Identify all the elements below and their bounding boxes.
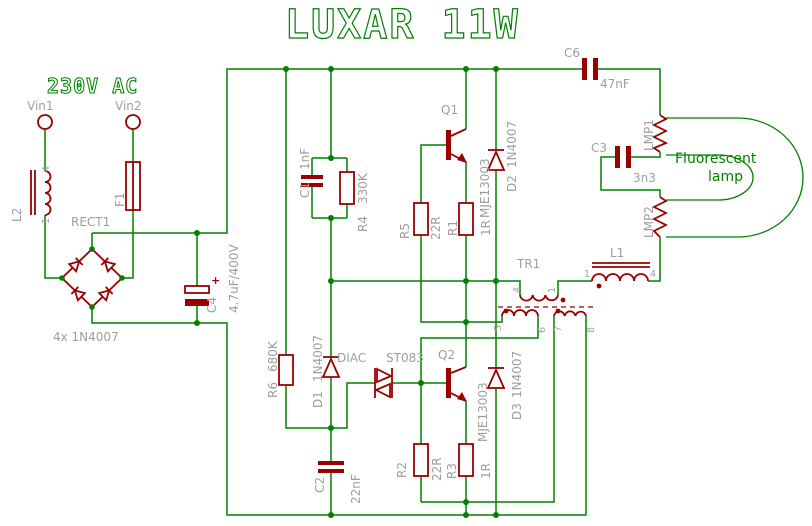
q2-value: MJE13003 (476, 382, 490, 442)
c1-ref: C1 (298, 182, 312, 198)
r3-value: 1R (479, 463, 493, 479)
inductor-l1 (591, 262, 650, 289)
r5-ref: R5 (398, 223, 412, 239)
tr1-pin8: 8 (586, 327, 597, 333)
rect1-ref: RECT1 (71, 215, 110, 229)
c3-value: 3n3 (633, 171, 656, 185)
d1-value: 1N4007 (311, 335, 325, 382)
q2-ref: Q2 (438, 348, 455, 362)
page-title: LUXAR 11W (285, 2, 520, 48)
c6-value: 47nF (600, 77, 630, 91)
transformer-tr1 (498, 294, 596, 317)
r2-ref: R2 (395, 462, 409, 478)
c4-value: 4.7uF/400V (227, 243, 241, 313)
lmp2-ref: LMP2 (642, 206, 656, 238)
rect1-note: 4x 1N4007 (53, 330, 119, 344)
transistor-q2 (446, 366, 467, 402)
l2-pin-top: 4 (41, 166, 52, 172)
resistor-r4 (339, 171, 355, 205)
tr1-ref: TR1 (516, 257, 540, 271)
fluorescent-tube-outline (666, 117, 804, 238)
tr1-pin7: 7 (553, 326, 564, 332)
resistor-r5 (413, 202, 429, 236)
diode-d3 (486, 367, 506, 389)
capacitor-c6 (582, 58, 598, 80)
wires (44, 68, 661, 516)
resistor-r6 (278, 354, 294, 386)
capacitor-c3 (615, 146, 631, 168)
resistor-r1 (458, 202, 474, 236)
l2-pin-bottom: 1 (41, 218, 52, 224)
tr1-pin6: 6 (537, 327, 548, 333)
diode-d1 (321, 356, 341, 378)
r4-value: 330K (356, 172, 370, 204)
r6-ref: R6 (266, 382, 280, 398)
tr1-pin5: 5 (493, 325, 504, 331)
diode-d2 (486, 149, 506, 171)
vin1-label: Vin1 (27, 99, 54, 113)
terminal-vin2 (125, 114, 141, 130)
l2-ref: L2 (10, 208, 24, 222)
f1-ref: F1 (113, 192, 127, 207)
q1-ref: Q1 (441, 103, 458, 117)
r1-value: 1R (479, 220, 493, 236)
diac-symbol (373, 367, 394, 399)
diac-value: ST083 (386, 351, 424, 365)
l1-ref: L1 (610, 246, 624, 260)
diac-ref: DIAC (337, 351, 366, 365)
c4-plus-sign: + (211, 274, 220, 287)
tr1-pin4: 4 (512, 287, 523, 293)
lmp1-ref: LMP1 (642, 119, 656, 151)
r4-ref: R4 (356, 216, 370, 232)
vin2-label: Vin2 (115, 99, 142, 113)
lamp-name-line2: lamp (708, 169, 743, 185)
r5-value: 22R (429, 216, 443, 240)
terminal-vin1 (37, 114, 53, 130)
c3-ref: C3 (591, 141, 607, 155)
q1-value: MJE13003 (478, 158, 492, 218)
input-voltage-label: 230V AC (47, 74, 138, 98)
transistor-q1 (446, 128, 467, 163)
c1-value: 1nF (298, 148, 312, 170)
capacitor-c2 (318, 461, 344, 473)
d3-ref: D3 (510, 403, 524, 420)
c2-value: 22nF (349, 474, 363, 504)
r2-value: 22R (430, 457, 444, 481)
l1-pin-left: 1 (584, 269, 590, 280)
resistor-r3 (458, 443, 474, 477)
resistor-r2 (413, 443, 429, 477)
c4-ref: C4 (205, 297, 219, 313)
r1-ref: R1 (446, 220, 460, 236)
capacitor-c4: + (184, 274, 220, 306)
d2-ref: D2 (505, 175, 519, 192)
d3-value: 1N4007 (510, 351, 524, 398)
fuse-f1 (125, 161, 141, 211)
c6-ref: C6 (564, 46, 580, 60)
r3-ref: R3 (445, 463, 459, 479)
capacitor-c1 (301, 175, 323, 187)
l1-pin-right: 4 (650, 269, 656, 280)
r6-value: 680K (266, 340, 280, 372)
d1-ref: D1 (311, 391, 325, 408)
d2-value: 1N4007 (505, 121, 519, 168)
lamp-name-line1: Fluorescent (675, 151, 757, 167)
filament-lmp1 (651, 114, 669, 153)
bridge-rectifier-rect1 (60, 247, 124, 309)
c2-ref: C2 (313, 477, 327, 493)
junction-dots (59, 66, 499, 518)
filament-lmp2 (651, 196, 669, 238)
tr1-pin1: 1 (547, 287, 558, 293)
inductor-l2 (30, 170, 52, 216)
